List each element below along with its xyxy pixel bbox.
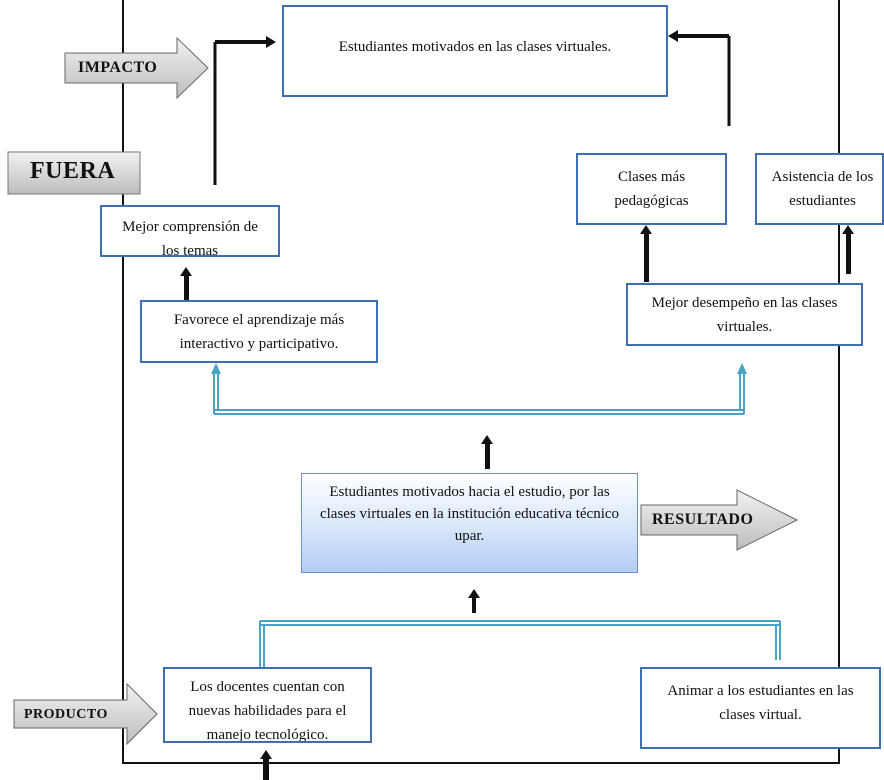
producto-label: PRODUCTO <box>24 707 108 722</box>
docentes-box: Los docentes cuentan con nuevas habilida… <box>163 667 372 743</box>
impact-main-box: Estudiantes motivados en las clases virt… <box>282 5 668 97</box>
fuera-label: FUERA <box>30 158 116 184</box>
upper-bracket <box>213 372 745 415</box>
frame-left-line <box>122 0 124 764</box>
mejor-comprension-box: Mejor comprensión de los temas <box>100 205 280 257</box>
resultado-arrow-shape <box>640 489 799 551</box>
impacto-arrow-shape <box>64 36 209 100</box>
producto-arrow-shape <box>13 682 158 746</box>
resultado-main-box: Estudiantes motivados hacia el estudio, … <box>301 473 638 573</box>
frame-right-line <box>838 0 840 764</box>
arrow-to-comprension <box>184 276 189 300</box>
lower-bracket <box>259 620 781 667</box>
arrow-to-asistencia <box>846 234 851 274</box>
fuera-tab-shape <box>7 151 141 195</box>
animar-box: Animar a los estudiantes en las clases v… <box>640 667 881 749</box>
arrow-to-clases-pedagogicas <box>644 234 649 282</box>
asistencia-box: Asistencia de los estudiantes <box>755 153 884 225</box>
clases-pedagogicas-box: Clases más pedagógicas <box>576 153 727 225</box>
arrow-to-resultado <box>472 597 476 613</box>
arrow-to-bracket <box>485 444 490 469</box>
arrow-bottom-input <box>263 758 269 780</box>
frame-bottom-line <box>122 762 840 764</box>
favorece-box: Favorece el aprendizaje más interactivo … <box>140 300 378 363</box>
mejor-desempeno-box: Mejor desempeño en las clases virtuales. <box>626 283 863 346</box>
resultado-label: RESULTADO <box>652 511 754 528</box>
impacto-label: IMPACTO <box>78 59 158 76</box>
